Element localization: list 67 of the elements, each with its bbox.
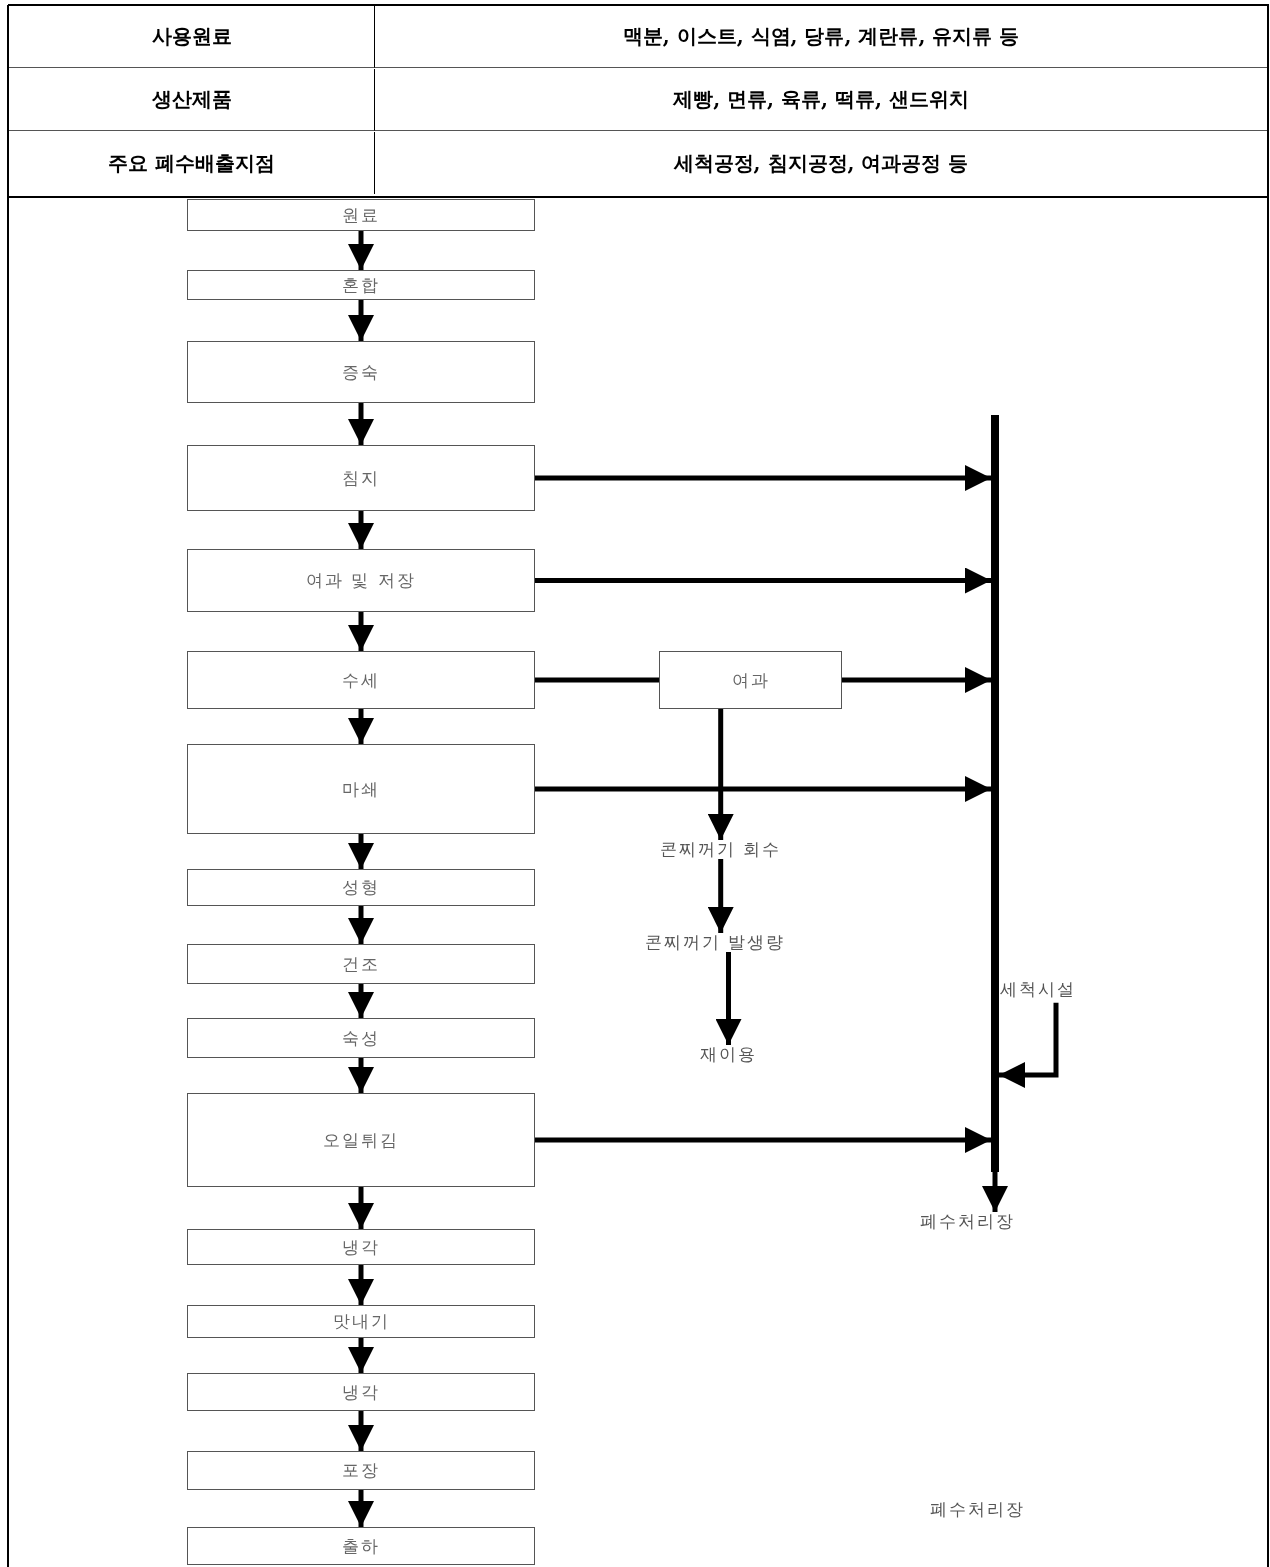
process-box bbox=[187, 1305, 535, 1338]
process-box bbox=[187, 549, 535, 612]
process-box bbox=[187, 1373, 535, 1411]
process-box bbox=[187, 869, 535, 906]
arrow bbox=[348, 1058, 374, 1093]
process-box bbox=[187, 445, 535, 511]
arrow bbox=[348, 511, 374, 549]
step-label: 여과 및 저장 bbox=[306, 571, 416, 590]
process-box bbox=[187, 944, 535, 984]
step-label: 냉각 bbox=[342, 1237, 380, 1257]
step-label: 냉각 bbox=[342, 1382, 380, 1402]
arrow bbox=[348, 612, 374, 651]
step-label: 출하 bbox=[342, 1536, 380, 1556]
process-box bbox=[187, 1018, 535, 1058]
header-cell: 생산제품 bbox=[9, 69, 375, 131]
process-box bbox=[187, 651, 535, 709]
step-label: 맛내기 bbox=[332, 1312, 390, 1331]
step-label: 숙성 bbox=[342, 1028, 380, 1048]
process-box bbox=[187, 270, 535, 300]
step-label: 마쇄 bbox=[342, 779, 380, 799]
arrow bbox=[535, 567, 991, 594]
arrow bbox=[707, 858, 734, 933]
process-box bbox=[187, 1527, 535, 1565]
arrow bbox=[348, 1411, 374, 1451]
arrow bbox=[348, 709, 374, 744]
arrow bbox=[348, 300, 374, 341]
step-label: 성형 bbox=[342, 878, 380, 897]
arrow bbox=[348, 1338, 374, 1373]
step-text: 폐수처리장 bbox=[920, 1212, 1015, 1231]
collector-bar bbox=[991, 415, 999, 1172]
process-box bbox=[187, 1451, 535, 1490]
arrow bbox=[348, 403, 374, 445]
arrow bbox=[535, 1127, 991, 1153]
note-text: 폐수처리장 bbox=[930, 1498, 1025, 1521]
process-box bbox=[187, 341, 535, 403]
step-label: 여과 bbox=[731, 670, 770, 690]
arrow bbox=[348, 834, 374, 869]
arrow bbox=[348, 1187, 374, 1229]
header-cell: 사용원료 bbox=[9, 6, 375, 68]
step-label: 수세 bbox=[342, 670, 380, 690]
arrow bbox=[348, 984, 374, 1018]
arrow bbox=[535, 465, 991, 491]
step-label: 증숙 bbox=[342, 362, 380, 382]
arrow bbox=[707, 709, 734, 840]
step-label: 오일튀김 bbox=[323, 1130, 399, 1150]
step-label: 혼합 bbox=[342, 275, 380, 295]
process-box bbox=[187, 1229, 535, 1265]
header-cell: 주요 폐수배출지점 bbox=[9, 132, 375, 194]
arrow bbox=[535, 776, 991, 802]
step-text: 재이용 bbox=[700, 1045, 757, 1064]
step-label: 침지 bbox=[342, 468, 380, 488]
step-text: 콘찌꺼기 발생량 bbox=[645, 933, 786, 952]
process-box bbox=[187, 1093, 535, 1187]
arrow bbox=[348, 906, 374, 944]
arrow bbox=[348, 231, 374, 270]
step-label: 원료 bbox=[342, 205, 380, 225]
step-label: 포장 bbox=[342, 1461, 380, 1480]
arrow bbox=[982, 1172, 1008, 1212]
arrow bbox=[999, 1002, 1059, 1088]
process-box bbox=[187, 744, 535, 834]
arrow bbox=[348, 1265, 374, 1305]
arrow bbox=[348, 1490, 374, 1527]
process-box bbox=[187, 199, 535, 231]
arrow bbox=[715, 951, 742, 1045]
process-box bbox=[659, 651, 842, 709]
arrow bbox=[842, 667, 991, 693]
step-label: 건조 bbox=[342, 954, 380, 974]
